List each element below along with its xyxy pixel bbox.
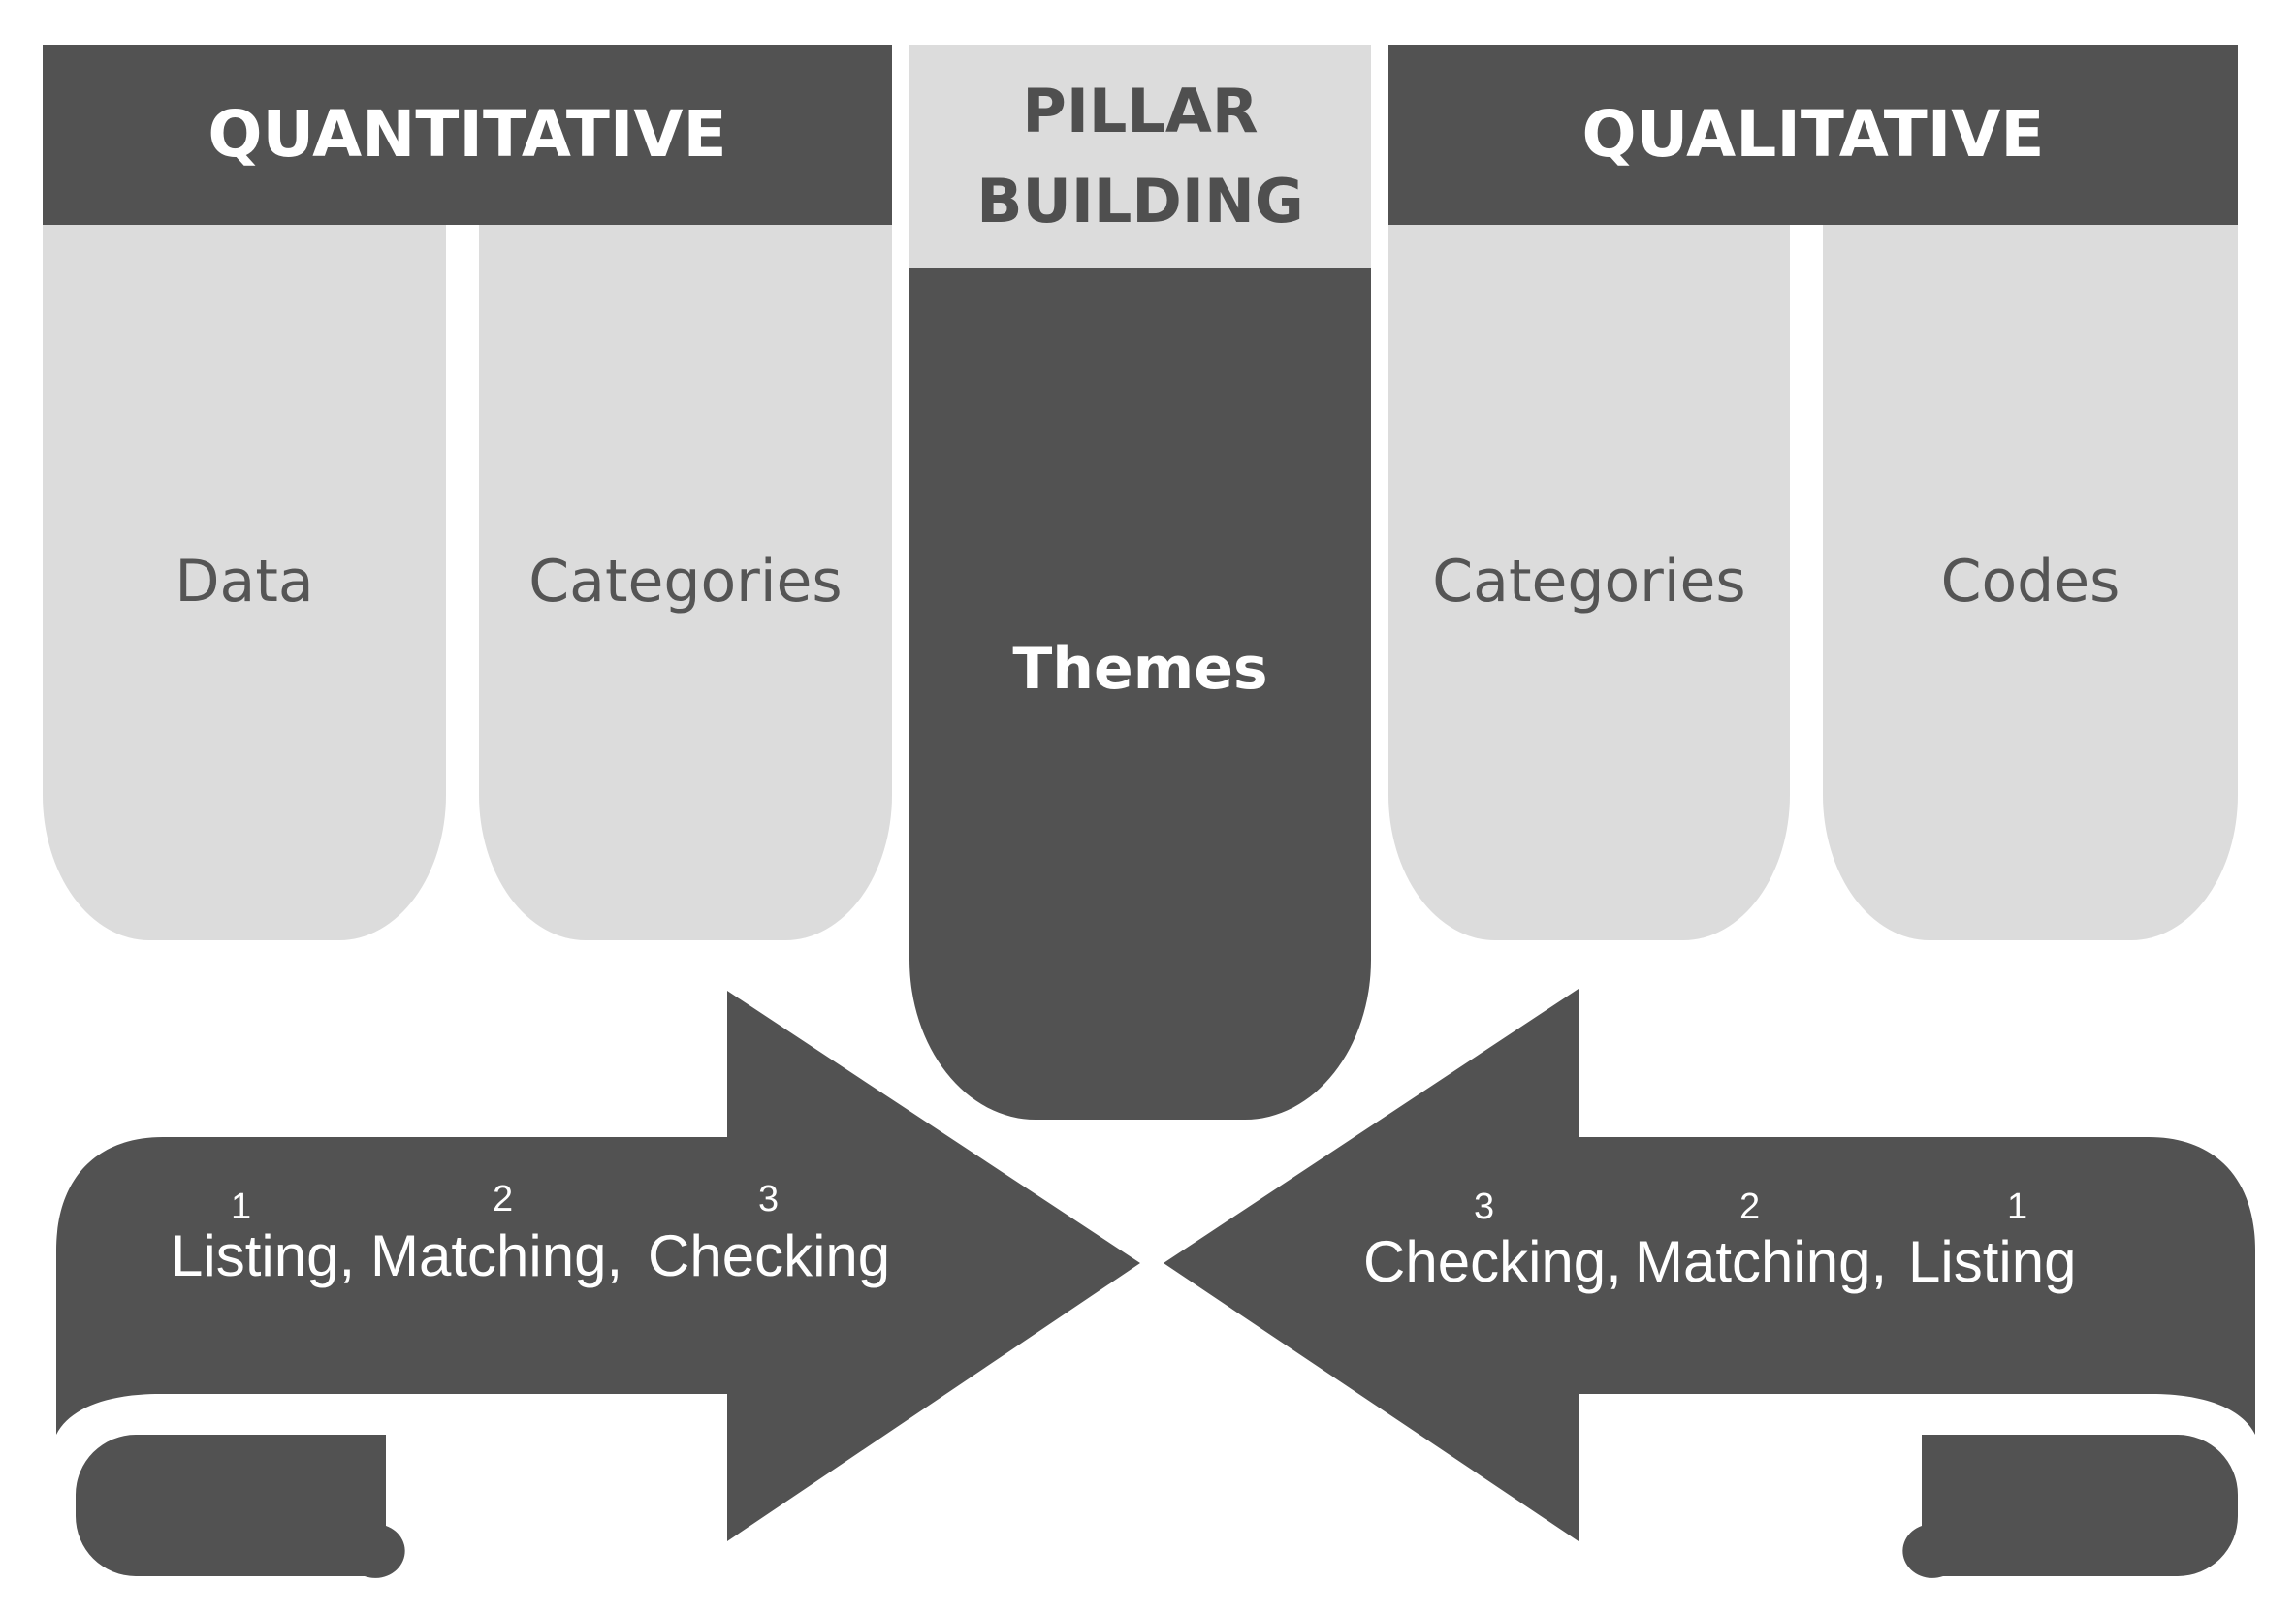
quantitative-header: QUANTITATIVE (207, 97, 727, 173)
left-ribbon-tail (76, 1435, 405, 1578)
qualitative-step-1-label: Listing (1908, 1229, 2077, 1294)
quantitative-data-column (43, 225, 446, 940)
qualitative-categories-column (1388, 225, 1790, 940)
quantitative-step-2-label: Matching, (370, 1223, 623, 1288)
qualitative-step-2-number: 2 (1739, 1187, 1761, 1227)
themes-pillar (909, 268, 1371, 1120)
quantitative-categories-column (479, 225, 892, 940)
quantitative-step-3-label: Checking (648, 1223, 891, 1288)
pillar-header-line-1: PILLAR (1022, 76, 1259, 146)
qualitative-column-codes: Codes (1940, 547, 2121, 616)
qualitative-header: QUALITATIVE (1581, 97, 2045, 173)
pillar-header: PILLAR BUILDING (909, 45, 1371, 268)
qualitative-step-3-label: Checking, (1363, 1229, 1622, 1294)
pillar-header-line-2: BUILDING (976, 166, 1304, 237)
qualitative-column-categories: Categories (1432, 547, 1746, 616)
themes-label: Themes (1012, 634, 1268, 703)
qualitative-step-2-label: Matching, (1635, 1229, 1888, 1294)
pillar-header-box (909, 45, 1371, 268)
quantitative-column-data: Data (175, 547, 314, 616)
quantitative-column-categories: Categories (528, 547, 843, 616)
quantitative-step-1-label: Listing, (171, 1223, 356, 1288)
qualitative-step-3-number: 3 (1474, 1187, 1495, 1227)
qualitative-step-1-number: 1 (2007, 1187, 2028, 1227)
left-arrow (56, 991, 1140, 1541)
right-ribbon-tail (1902, 1435, 2238, 1578)
quantitative-step-3-number: 3 (758, 1179, 780, 1219)
quantitative-step-1-number: 1 (231, 1187, 252, 1227)
quantitative-step-2-number: 2 (493, 1179, 514, 1219)
qualitative-codes-column (1823, 225, 2238, 940)
quantitative-header-bar (43, 45, 892, 225)
qualitative-header-bar (1388, 45, 2238, 225)
right-arrow (1164, 989, 2255, 1541)
